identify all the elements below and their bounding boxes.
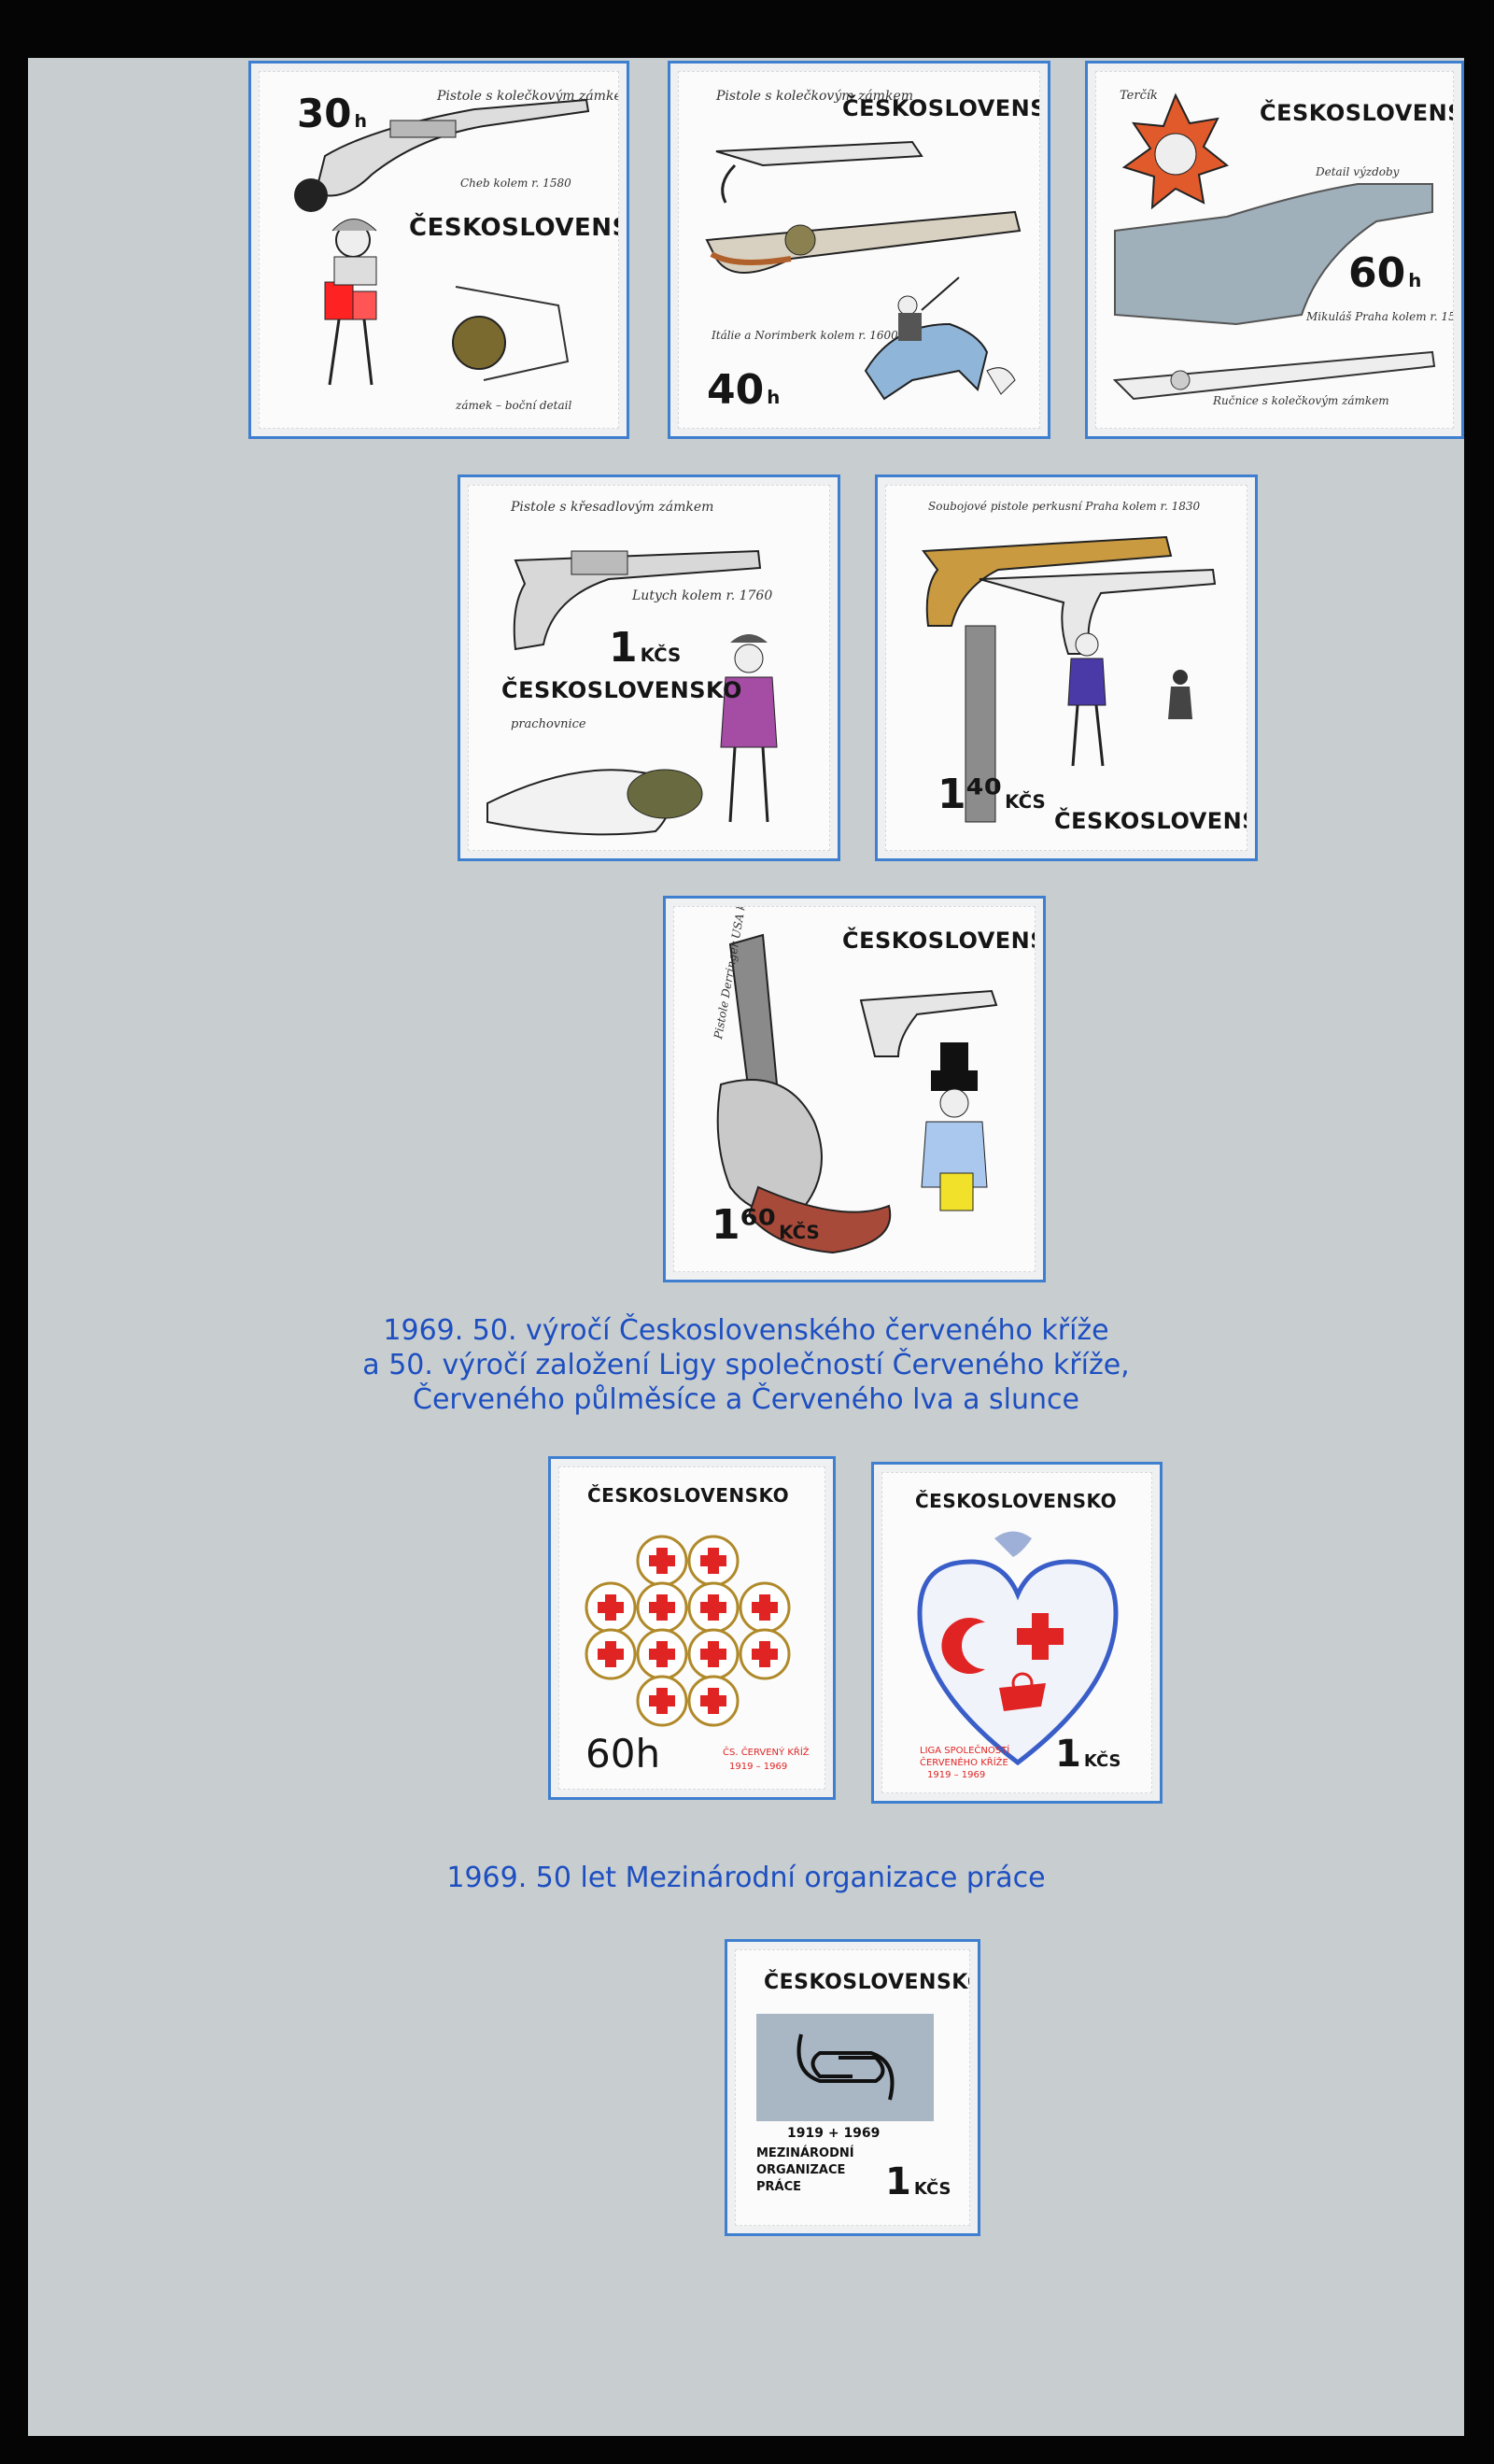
stamp-unit: h bbox=[354, 111, 367, 132]
stamp-unit: KČS bbox=[913, 2179, 951, 2199]
stamp-caption: Pistole s křesadlovým zámkem bbox=[511, 500, 714, 515]
stamp-value: 30 bbox=[297, 91, 352, 136]
stamp-caption: LIGA SPOLEČNOSTÍ bbox=[920, 1746, 1010, 1756]
red-cross-pattern bbox=[585, 1535, 791, 1727]
stamp-unit: KČS bbox=[1083, 1751, 1121, 1771]
pistol-illustration bbox=[1112, 92, 1436, 401]
stamp-caption: prachovnice bbox=[511, 717, 586, 731]
pistol-illustration bbox=[716, 933, 998, 1254]
stamp-caption: Soubojové pistole perkusní Praha kolem r… bbox=[928, 500, 1201, 513]
heading-ilo: 1969. 50 let Mezinárodní organizace prác… bbox=[446, 1862, 1046, 1894]
stamp-caption: Terčík bbox=[1120, 89, 1158, 103]
stamp-caption: Pistole s kolečkovým zámkem bbox=[716, 89, 913, 104]
stamp-frame-red-cross-60h: ČESKOSLOVENSKO 60h ČS. ČERVENÝ KŘÍŽ 1919… bbox=[548, 1456, 836, 1800]
stamp-unit: KČS bbox=[779, 1222, 820, 1243]
stamp-value: 1⁴⁰ bbox=[937, 771, 1003, 818]
stamp-caption: ČS. ČERVENÝ KŘÍŽ bbox=[723, 1748, 810, 1758]
heading-red-cross-line3: Červeného půlměsíce a Červeného lva a sl… bbox=[413, 1383, 1079, 1416]
stamp-value: 60 bbox=[1348, 249, 1406, 297]
stamp-caption: Mikuláš Praha kolem r. 1570 bbox=[1306, 310, 1454, 323]
country-label: ČESKOSLOVENSKO bbox=[1260, 100, 1453, 126]
country-label: ČESKOSLOVENSKO bbox=[501, 677, 742, 703]
stamp-frame-ilo-1kcs: ČESKOSLOVENSKO 1919 + 1969 MEZINÁRODNÍ O… bbox=[725, 1939, 980, 2236]
stamp-frame-1kcs-pistol: Pistole s křesadlovým zámkem Lutych kole… bbox=[458, 474, 840, 861]
stamp-caption: PRÁCE bbox=[756, 2180, 802, 2194]
ilo-emblem bbox=[756, 2014, 934, 2121]
stamp-caption: ORGANIZACE bbox=[756, 2163, 846, 2177]
stamp-frame-1-60kcs: ČESKOSLOVENSKO Pistole Derringer USA kol… bbox=[663, 896, 1046, 1282]
stamp-unit: h bbox=[767, 387, 781, 408]
stamp-caption: Cheb kolem r. 1580 bbox=[460, 177, 571, 190]
stamp-value: 1 bbox=[609, 624, 638, 672]
stamp-1kcs-pistol[interactable]: Pistole s křesadlovým zámkem Lutych kole… bbox=[468, 485, 830, 851]
stamp-red-cross-60h[interactable]: ČESKOSLOVENSKO 60h ČS. ČERVENÝ KŘÍŽ 1919… bbox=[558, 1466, 825, 1790]
country-label: ČESKOSLOVENSKO bbox=[842, 928, 1035, 954]
stamp-unit: h bbox=[1408, 270, 1422, 291]
stamp-value: 40 bbox=[707, 366, 765, 414]
country-label: ČESKOSLOVENSKO bbox=[915, 1490, 1118, 1512]
pistol-illustration bbox=[486, 549, 778, 836]
pistol-illustration bbox=[705, 140, 1022, 401]
country-label: ČESKOSLOVENSKO bbox=[764, 1971, 970, 1994]
stamp-40h[interactable]: Pistole s kolečkovým zámkem ČESKOSLOVENS… bbox=[678, 71, 1040, 429]
heading-red-cross-line1: 1969. 50. výročí Československého červen… bbox=[383, 1314, 1109, 1347]
stamp-60h[interactable]: Terčík ČESKOSLOVENSKO Detail výzdoby 60h… bbox=[1095, 71, 1454, 429]
stamp-value: 1⁶⁰ bbox=[712, 1201, 777, 1249]
stamp-caption: 1919 – 1969 bbox=[927, 1770, 986, 1780]
country-label: ČESKOSLOVENSKO bbox=[1054, 808, 1247, 834]
stamp-caption: Pistole s kolečkovým zámkem bbox=[437, 89, 619, 104]
stamp-1-60kcs[interactable]: ČESKOSLOVENSKO Pistole Derringer USA kol… bbox=[673, 906, 1036, 1272]
pistol-illustration bbox=[294, 98, 590, 386]
country-label: ČESKOSLOVENSKO bbox=[842, 95, 1039, 121]
stamp-unit: KČS bbox=[1005, 791, 1046, 813]
stamp-frame-40h: Pistole s kolečkovým zámkem ČESKOSLOVENS… bbox=[668, 61, 1050, 439]
stamp-frame-red-crescent-1kcs: ČESKOSLOVENSKO LIGA SPOLEČNOSTÍ ČERVENÉH… bbox=[871, 1462, 1163, 1804]
stamp-caption: Ručnice s kolečkovým zámkem bbox=[1213, 394, 1389, 407]
stamp-unit: KČS bbox=[640, 644, 682, 666]
stamp-caption: Lutych kolem r. 1760 bbox=[632, 588, 773, 603]
stamp-caption: ČERVENÉHO KŘÍŽE bbox=[920, 1758, 1008, 1768]
stamp-value: 60h bbox=[585, 1731, 661, 1777]
stamp-caption: Itálie a Norimberk kolem r. 1600 bbox=[712, 329, 898, 342]
stamp-caption: zámek – boční detail bbox=[456, 399, 572, 412]
stamp-frame-1-40kcs: Soubojové pistole perkusní Praha kolem r… bbox=[875, 474, 1258, 861]
stamp-caption: MEZINÁRODNÍ bbox=[756, 2146, 854, 2160]
heart-dove-illustration bbox=[917, 1531, 1119, 1766]
heading-red-cross-line2: a 50. výročí založení Ligy společností Č… bbox=[362, 1349, 1130, 1381]
stamp-red-crescent-1kcs[interactable]: ČESKOSLOVENSKO LIGA SPOLEČNOSTÍ ČERVENÉH… bbox=[881, 1472, 1152, 1793]
country-label: ČESKOSLOVENSKO bbox=[409, 214, 618, 242]
stamp-caption: Detail výzdoby bbox=[1316, 165, 1400, 178]
stamp-caption: 1919 – 1969 bbox=[729, 1762, 788, 1772]
stamp-value: 1 bbox=[885, 2160, 911, 2203]
stamp-value: 1 bbox=[1055, 1733, 1081, 1776]
stamp-caption: 1919 + 1969 bbox=[787, 2126, 881, 2141]
stamp-frame-60h: Terčík ČESKOSLOVENSKO Detail výzdoby 60h… bbox=[1085, 61, 1464, 439]
pistol-illustration bbox=[922, 535, 1217, 823]
country-label: ČESKOSLOVENSKO bbox=[587, 1484, 790, 1507]
stamp-ilo-1kcs[interactable]: ČESKOSLOVENSKO 1919 + 1969 MEZINÁRODNÍ O… bbox=[735, 1949, 970, 2226]
stamp-1-40kcs[interactable]: Soubojové pistole perkusní Praha kolem r… bbox=[885, 485, 1247, 851]
